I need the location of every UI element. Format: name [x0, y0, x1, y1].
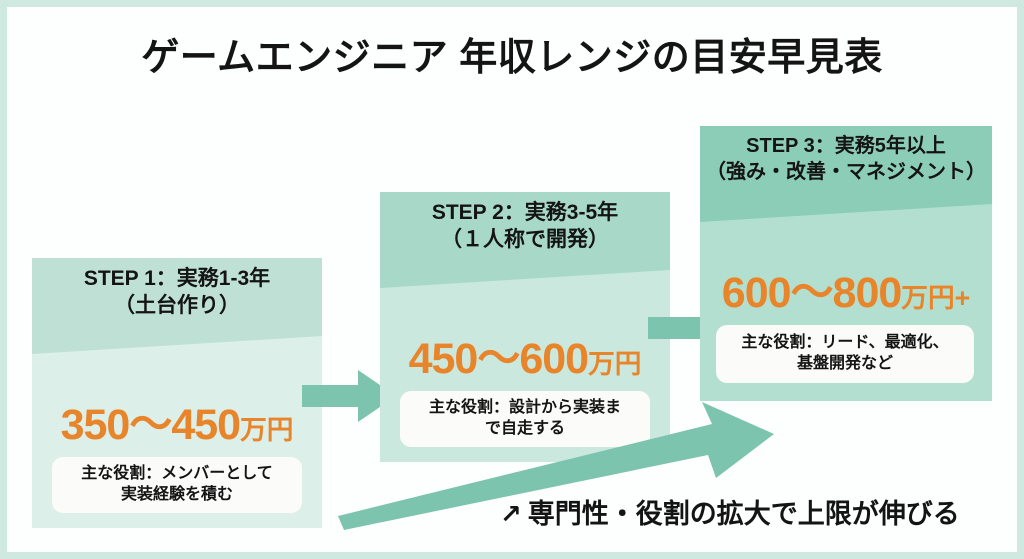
step-3-salary-range: 600〜800: [721, 269, 902, 317]
step-3-role-line2: 基盤開発など: [796, 355, 893, 372]
step-2-salary-range: 450〜600: [408, 335, 589, 383]
step-1-role-line2: 実装経験を積む: [120, 486, 233, 503]
step-3-role-line1: 主な役割：リード、最適化、: [741, 334, 949, 352]
diagonal-growth-arrow-icon: [338, 402, 774, 530]
growth-arrow: [338, 402, 774, 530]
step-card-2[interactable]: STEP 2：実務3-5年 （１人称で開発） 450〜600万円 主な役割：設計…: [380, 192, 670, 462]
step-1-role-box: 主な役割：メンバーとして 実装経験を積む: [52, 457, 302, 513]
step-3-salary: 600〜800万円+: [700, 258, 992, 320]
step-3-salary-unit: 万円+: [901, 283, 971, 313]
step-1-role-line1: 主な役割：メンバーとして: [81, 465, 273, 483]
growth-caption: ↗専門性・役割の拡大で上限が伸びる: [500, 492, 960, 531]
step-2-role-line2: で自走する: [484, 420, 565, 437]
step-3-role-box: 主な役割：リード、最適化、 基盤開発など: [716, 325, 974, 383]
step-2-heading-line1: STEP 2：実務3-5年: [431, 201, 619, 224]
step-2-role-line1: 主な役割：設計から実装ま: [428, 399, 621, 417]
page-title: ゲームエンジニア 年収レンジの目安早見表: [141, 37, 883, 79]
step-3-heading-line1: STEP 3：実務5年以上: [746, 135, 946, 157]
connector-1-to-2: [302, 370, 396, 422]
step-1-salary-range: 350〜450: [60, 401, 241, 449]
step-2-role-box: 主な役割：設計から実装ま で自走する: [400, 391, 650, 447]
step-card-1[interactable]: STEP 1：実務1-3年 （土台作り） 350〜450万円 主な役割：メンバー…: [32, 258, 322, 528]
step-1-salary-unit: 万円: [240, 415, 294, 445]
step-1-heading-line1: STEP 1：実務1-3年: [83, 267, 271, 290]
step-1-salary: 350〜450万円: [32, 390, 322, 452]
step-2-salary: 450〜600万円: [380, 324, 670, 386]
step-card-3[interactable]: STEP 3：実務5年以上 （強み・改善・マネジメント） 600〜800万円+ …: [700, 126, 992, 401]
growth-caption-text: 専門性・役割の拡大で上限が伸びる: [527, 499, 960, 529]
right-arrow-icon: [302, 370, 396, 422]
diagonal-arrow-icon: ↗: [500, 499, 522, 529]
step-3-heading: STEP 3：実務5年以上 （強み・改善・マネジメント）: [700, 134, 992, 185]
step-2-salary-unit: 万円: [588, 349, 642, 379]
step-2-heading: STEP 2：実務3-5年 （１人称で開発）: [380, 200, 670, 254]
step-2-heading-line2: （１人称で開発）: [441, 227, 609, 251]
step-1-heading: STEP 1：実務1-3年 （土台作り）: [32, 266, 322, 320]
step-1-heading-line2: （土台作り）: [114, 293, 240, 317]
step-3-heading-line2: （強み・改善・マネジメント）: [706, 160, 986, 183]
